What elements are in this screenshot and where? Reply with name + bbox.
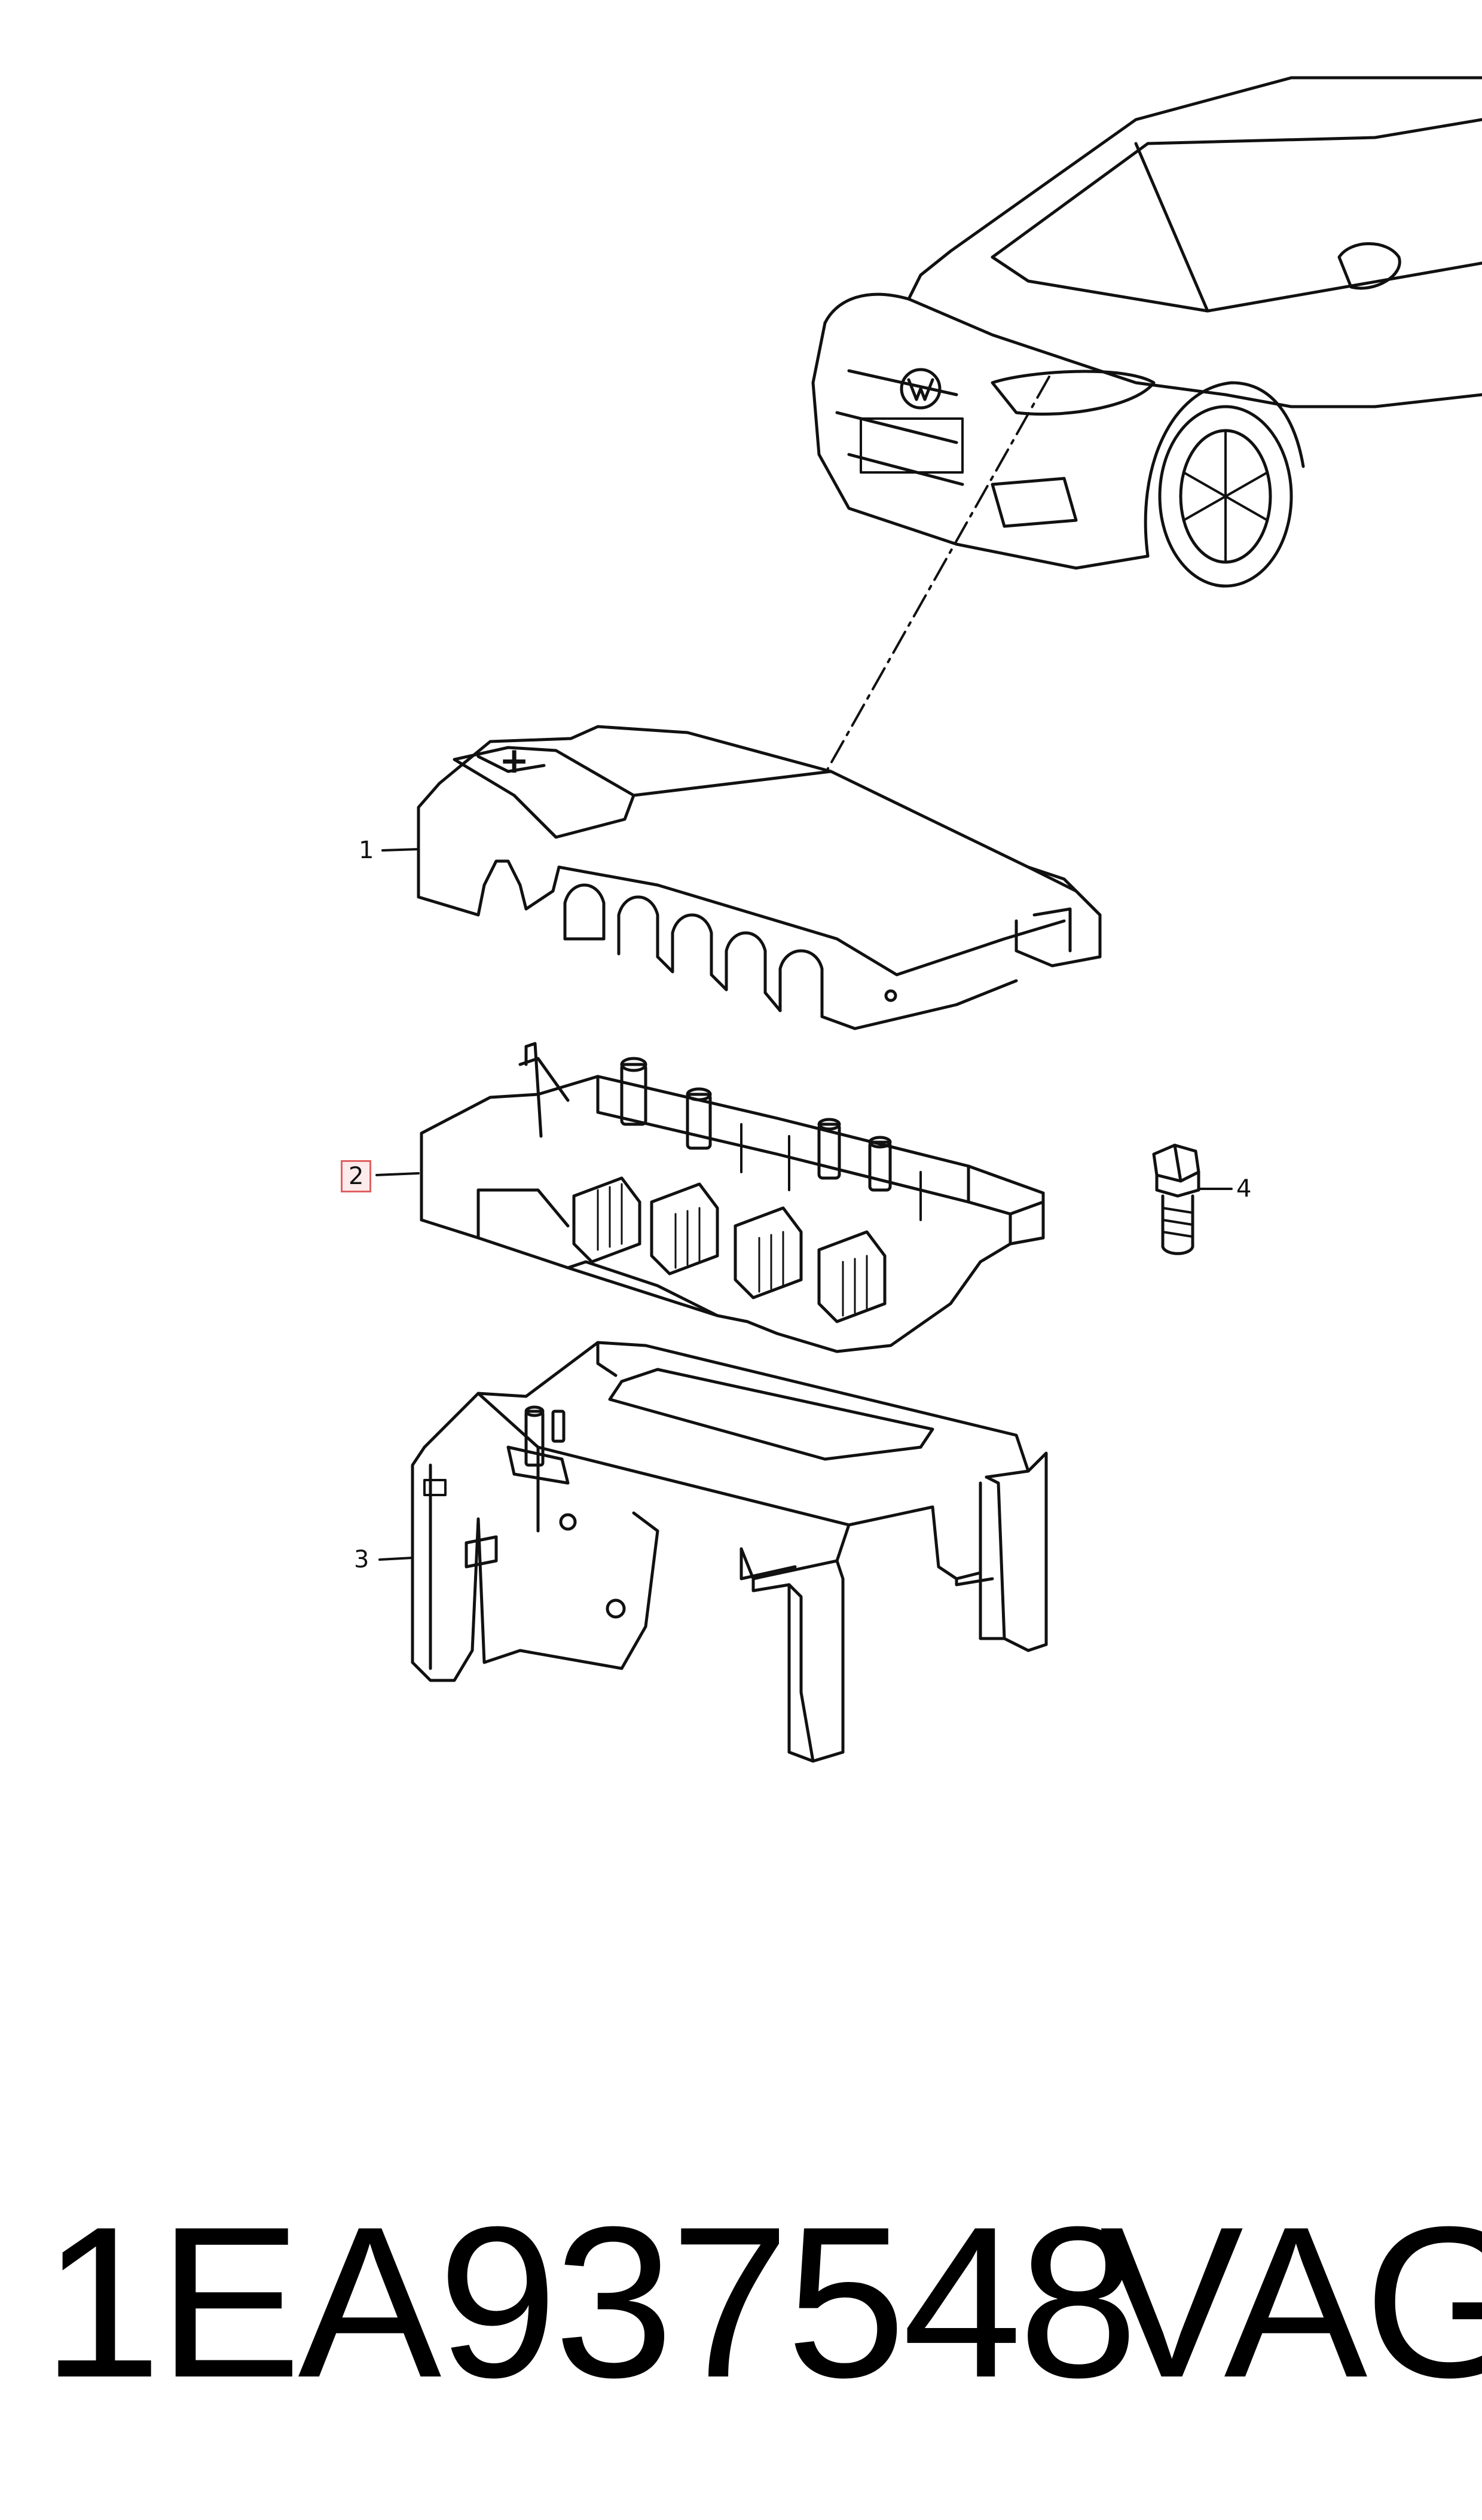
part-1-cover: + <box>417 725 1102 1030</box>
callout-3: 3 <box>354 1546 369 1573</box>
part-4-bolt <box>1152 1143 1200 1255</box>
leader-line-1 <box>381 848 420 852</box>
brand-label: VAG <box>1100 2182 1482 2423</box>
part-3-bracket <box>411 1341 1048 1763</box>
part-number-label: 1EA937548 <box>42 2182 1138 2423</box>
leader-line-3 <box>378 1557 414 1561</box>
callout-4: 4 <box>1236 1175 1252 1203</box>
leader-line-2 <box>375 1172 420 1176</box>
callout-2-highlighted[interactable]: 2 <box>341 1160 372 1192</box>
car-illustration <box>811 76 1482 588</box>
callout-1: 1 <box>359 837 374 864</box>
svg-text:+: + <box>499 740 529 782</box>
leader-line-car <box>827 376 1050 770</box>
part-2-fuse-carrier <box>420 1042 1045 1353</box>
